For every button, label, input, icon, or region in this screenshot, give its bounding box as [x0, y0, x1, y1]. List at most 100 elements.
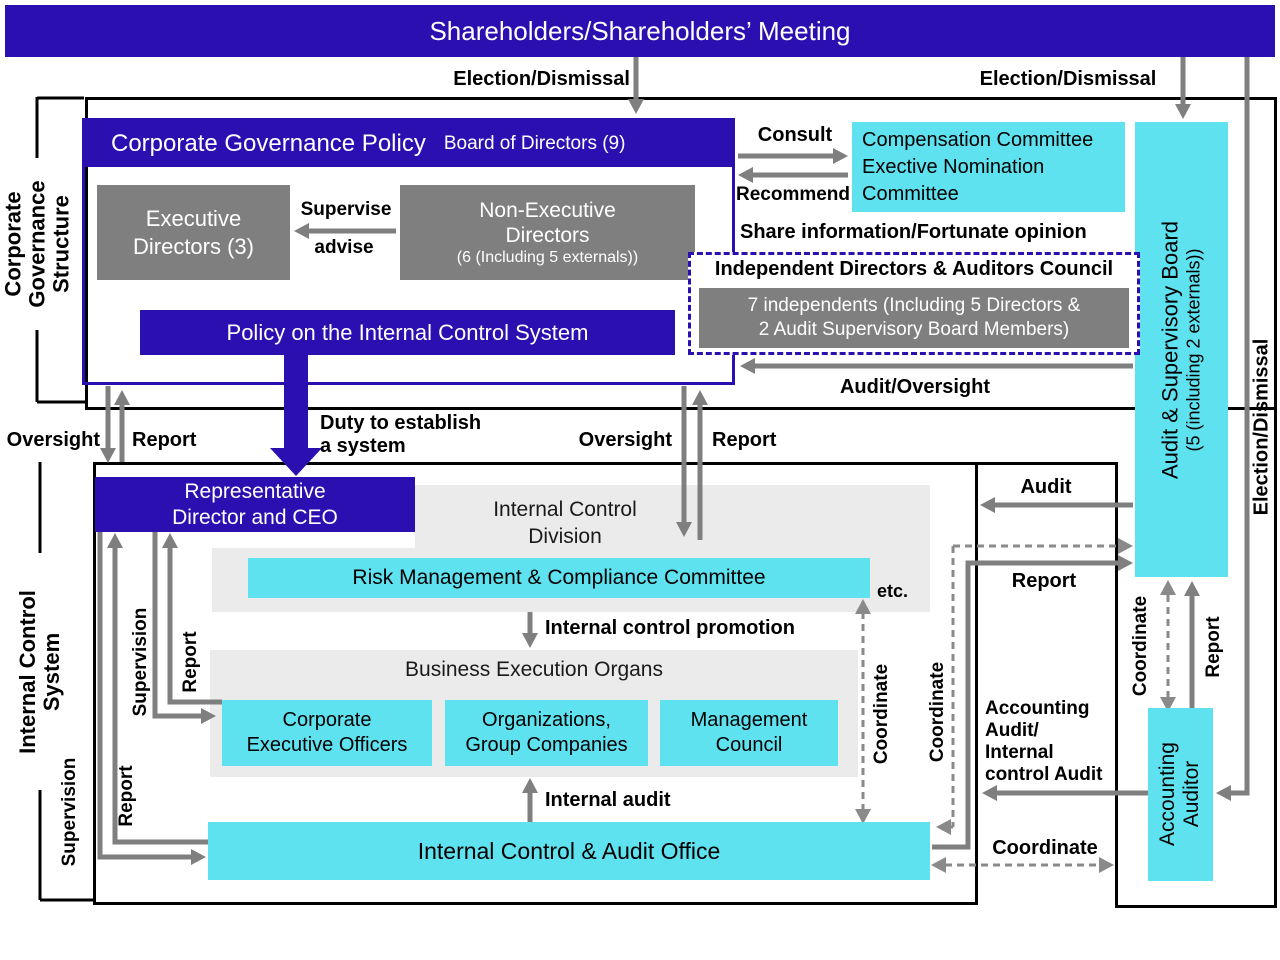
- shareholders-title: Shareholders/Shareholders’ Meeting: [429, 15, 851, 46]
- internal-control-frame: [93, 462, 978, 905]
- coordinate-asb-label: Coordinate: [927, 661, 949, 763]
- accounting-audit-line3: Internal: [985, 741, 1054, 763]
- election-dismissal-left-label: Election/Dismissal: [453, 68, 630, 90]
- board-title: Corporate Governance Policy: [111, 130, 426, 157]
- election-dismissal-vertical-label: Election/Dismissal: [1250, 338, 1273, 516]
- coordinate-aa-label: Coordinate: [1130, 595, 1152, 697]
- policy-internal-control-box: Policy on the Internal Control System: [140, 310, 675, 355]
- management-council-line2: Council: [715, 734, 783, 756]
- non-executive-line2: Directors: [505, 223, 590, 247]
- report-center-label: Report: [712, 429, 777, 451]
- organizations-group-companies-box: Organizations, Group Companies: [445, 700, 648, 766]
- accounting-audit-label: Accounting Audit/ Internal control Audit: [985, 698, 1103, 785]
- corporate-governance-frame: [85, 97, 1277, 410]
- duty-line2: a system: [320, 435, 406, 457]
- board-header: Corporate Governance Policy Board of Dir…: [85, 121, 732, 167]
- duty-arrow: [270, 352, 322, 476]
- dashed-connectors: [861, 544, 1170, 867]
- executive-directors-line2: Directors (3): [132, 233, 254, 259]
- internal-control-audit-office-box: Internal Control & Audit Office: [208, 822, 930, 880]
- accounting-auditor-box: Accounting Auditor: [1148, 708, 1213, 881]
- rail-governance-line3: Structure: [49, 195, 75, 293]
- rdceo-line1: Representative: [184, 480, 326, 504]
- audit-oversight-label: Audit/Oversight: [839, 376, 990, 398]
- rail-governance-line1: Corporate: [0, 191, 26, 297]
- supervision-inner-label: Supervision: [130, 607, 152, 717]
- report-inner-label: Report: [180, 631, 202, 693]
- independent-council-line2: 2 Audit Supervisory Board Members): [758, 319, 1070, 340]
- ceo-officers-line2: Executive Officers: [246, 734, 408, 756]
- bracket-lines: [35, 96, 1277, 902]
- rail-internal-line1: Internal Control: [14, 590, 40, 754]
- duty-line1: Duty to establish: [320, 412, 482, 434]
- accounting-audit-line2: Audit/: [985, 719, 1039, 741]
- asb-line2: (5 (including 2 externals)): [1183, 248, 1204, 452]
- internal-audit-label: Internal audit: [545, 789, 671, 811]
- organizations-line1: Organizations,: [482, 709, 611, 731]
- solid-connectors: [97, 57, 1250, 860]
- audit-column-frame: [1115, 462, 1277, 908]
- supervision-outer-label: Supervision: [59, 757, 81, 867]
- accounting-audit-line4: control Audit: [985, 763, 1103, 785]
- non-executive-line1: Non-Executive: [479, 198, 616, 222]
- independent-council-box: Independent Directors & Auditors Council…: [688, 252, 1140, 355]
- corporate-governance-structure-rail: Corporate Governance Structure: [0, 180, 75, 308]
- corporate-executive-officers-box: Corporate Executive Officers: [222, 700, 432, 766]
- accounting-audit-line1: Accounting: [985, 698, 1090, 719]
- internal-control-promotion-label: Internal control promotion: [545, 617, 795, 639]
- report-asb-label: Report: [1011, 570, 1077, 592]
- rdceo-line2: Director and CEO: [172, 505, 338, 529]
- recommend-label: Recommend: [735, 184, 851, 205]
- policy-internal-control-label: Policy on the Internal Control System: [226, 319, 589, 345]
- supervise-label: Supervise: [300, 199, 392, 220]
- executive-directors-line1: Executive: [145, 206, 242, 231]
- board-subtitle: Board of Directors (9): [443, 133, 626, 154]
- share-information-label: Share information/Fortunate opinion: [740, 221, 1087, 243]
- management-council-line1: Management: [690, 709, 808, 731]
- risk-management-compliance-committee-box: Risk Management & Compliance Committee: [248, 558, 870, 598]
- compensation-committee-line1: Compensation Committee: [862, 128, 1094, 151]
- consult-label: Consult: [757, 124, 833, 146]
- non-executive-directors-box: Non-Executive Directors (6 (Including 5 …: [400, 185, 695, 280]
- board-of-directors-box: Corporate Governance Policy Board of Dir…: [82, 118, 735, 385]
- report-left-label: Report: [132, 429, 197, 451]
- compensation-committee-line2: Exective Nomination: [862, 155, 1045, 178]
- audit-label: Audit: [1020, 476, 1072, 498]
- ceo-officers-line1: Corporate: [282, 709, 372, 731]
- accounting-auditor-line1: Accounting: [1155, 742, 1179, 846]
- audit-supervisory-board-box: Audit & Supervisory Board (5 (including …: [1135, 122, 1228, 577]
- coordinate-bottom-label: Coordinate: [992, 837, 1098, 859]
- icd-line2: Division: [528, 525, 602, 549]
- executive-directors-box: Executive Directors (3): [97, 185, 290, 280]
- compensation-committee-box: Compensation Committee Exective Nominati…: [852, 122, 1125, 212]
- oversight-left-label: Oversight: [6, 429, 100, 451]
- oversight-center-label: Oversight: [578, 429, 672, 451]
- risk-management-label: Risk Management & Compliance Committee: [352, 566, 766, 589]
- internal-control-system-rail: Internal Control System: [14, 590, 64, 754]
- rail-internal-line2: System: [39, 632, 64, 712]
- duty-label: Duty to establish a system: [320, 412, 481, 458]
- asb-line1: Audit & Supervisory Board: [1157, 220, 1183, 480]
- dashed-arrowheads: [855, 538, 1176, 873]
- accounting-auditor-line2: Auditor: [1180, 760, 1203, 828]
- independent-council-members-box: 7 independents (Including 5 Directors & …: [699, 288, 1129, 348]
- independent-council-line1: 7 independents (Including 5 Directors &: [747, 295, 1081, 317]
- organizations-line2: Group Companies: [465, 734, 628, 756]
- business-execution-organs-title: Business Execution Organs: [405, 658, 663, 681]
- report-outer-label: Report: [116, 765, 138, 827]
- shareholders-bar: Shareholders/Shareholders’ Meeting: [5, 5, 1275, 57]
- etc-label: etc.: [877, 581, 909, 601]
- coordinate-rmcc-label: Coordinate: [871, 663, 893, 765]
- icd-line1: Internal Control: [493, 498, 637, 521]
- solid-arrowheads: [100, 99, 1231, 865]
- rail-governance-line2: Governance: [24, 180, 50, 308]
- representative-director-ceo-box: Representative Director and CEO: [95, 477, 415, 532]
- advise-label: advise: [314, 237, 374, 258]
- compensation-committee-line3: Committee: [862, 182, 959, 205]
- icao-label: Internal Control & Audit Office: [417, 837, 721, 864]
- management-council-box: Management Council: [660, 700, 838, 766]
- internal-control-division-title: Internal Control Division: [430, 496, 700, 551]
- non-executive-line3: (6 (Including 5 externals)): [456, 249, 639, 267]
